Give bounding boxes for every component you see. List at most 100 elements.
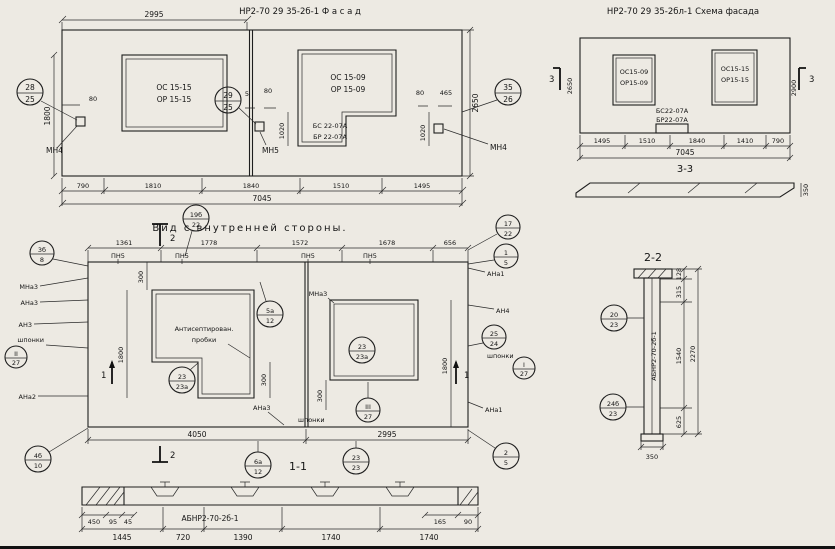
dim-7045-s: 7045 — [675, 148, 694, 157]
position-marker-28-25: 28 25 — [16, 78, 78, 121]
leader — [327, 297, 335, 304]
dim-1572: 1572 — [292, 239, 309, 247]
marker-bottom: 26 — [503, 95, 513, 104]
dim-165: 165 — [434, 518, 446, 526]
dim-1840-s: 1840 — [689, 137, 706, 145]
position-marker-29-25: 29 25 — [214, 86, 257, 125]
marker-top: 1 — [504, 249, 508, 257]
position-marker-19b-22: 19б 22 — [182, 204, 210, 257]
section-3-3-title: 3-3 — [677, 164, 693, 175]
sheet-edge — [0, 546, 835, 549]
leader — [267, 411, 285, 426]
marker-bottom: 12 — [266, 317, 274, 325]
dim-arrows — [62, 104, 452, 109]
position-marker-5a-12: 5а 12 — [256, 281, 284, 328]
dim-ticks — [84, 436, 472, 444]
cut-mark-2-bottom — [152, 446, 168, 463]
dim-90: 90 — [464, 518, 472, 526]
dim-1510-s: 1510 — [639, 137, 656, 145]
position-marker-20-23: 20 23 — [600, 304, 644, 332]
dim-ticks — [680, 265, 688, 438]
marker-bottom: 27 — [364, 413, 372, 421]
label-br-22-07a: БР 22-07А — [313, 133, 347, 141]
s22-top-flange — [633, 268, 673, 279]
label-pn5-3: ПН5 — [301, 252, 315, 260]
section-2-2: 2-2 АБНР2-70-2б-1 20 23 24б 23 128 315 1… — [599, 251, 702, 461]
facade-window-left-inner — [125, 58, 224, 128]
leader — [227, 343, 251, 359]
dim-2995: 2995 — [144, 10, 163, 19]
label-bs22-07a: БС22-07А — [656, 107, 689, 115]
marker-top: II — [14, 350, 18, 358]
scheme-window-right — [711, 49, 758, 106]
marker-top: I — [523, 361, 525, 369]
dim-ticks — [58, 199, 467, 208]
s11-beam-outline — [81, 486, 479, 506]
cut-mark-1-right-label: 1 — [464, 371, 469, 381]
dim-80-left: 80 — [89, 95, 97, 103]
marker-bottom: 23а — [356, 353, 368, 361]
dim-4050: 4050 — [187, 430, 206, 439]
dim-ticks — [462, 26, 474, 180]
marker-top: 25 — [490, 330, 498, 338]
scheme-window-right-inner — [714, 52, 755, 103]
position-marker-23-23: 23 23 — [342, 441, 370, 475]
marker-top: 4б — [34, 452, 42, 460]
dim-1810: 1810 — [145, 182, 162, 190]
dim-ticks — [58, 186, 467, 195]
s11-right-hatch — [459, 488, 479, 506]
marker-top: 23 — [358, 343, 366, 351]
plank-hatch — [627, 182, 758, 194]
dim-300-a: 300 — [137, 271, 145, 283]
section-1-1: 450 95 45 АБНР2-70-2б-1 165 90 1445 720 … — [78, 481, 482, 542]
facade-opening-right-inner — [301, 53, 393, 143]
dim-2995-b: 2995 — [377, 430, 396, 439]
dim-128: 128 — [675, 268, 683, 280]
label-ana2: АНа2 — [19, 393, 36, 401]
marker-bottom: 22 — [504, 230, 512, 238]
dim-300-b: 300 — [260, 374, 268, 386]
scheme-door-notch — [655, 123, 689, 134]
position-marker-I-27: I 27 — [512, 356, 536, 380]
position-marker-3b-8: 3б 8 — [29, 240, 89, 267]
dim-625: 625 — [675, 416, 683, 428]
inner-outline — [87, 261, 469, 428]
dim-1800-left: 1800 — [117, 347, 125, 364]
dim-1390: 1390 — [233, 533, 252, 542]
cut-mark-3-right-label: 3 — [809, 75, 814, 85]
dim-790-s: 790 — [772, 137, 784, 145]
cut-mark-3-left — [553, 67, 561, 90]
marker-bottom: 5 — [504, 259, 508, 267]
dim-1361: 1361 — [116, 239, 133, 247]
inner-view: Вид с внутренней стороны. 2 1361 1778 15… — [4, 204, 536, 479]
cut-mark-2-top — [152, 223, 168, 246]
dim-extensions — [81, 507, 479, 532]
dim-2900-scheme: 2900 — [790, 80, 798, 97]
dim-350-plank: 350 — [802, 184, 810, 196]
position-marker-25-24: 25 24 — [467, 324, 507, 350]
dim-1495: 1495 — [414, 182, 431, 190]
dim-1020-a: 1020 — [278, 123, 286, 140]
position-marker-6a-12: 6а 12 — [244, 441, 272, 479]
dim-1678: 1678 — [379, 239, 396, 247]
inner-opening-left — [151, 289, 255, 399]
label-br22-07a: БР22-07А — [656, 116, 688, 124]
leader — [467, 304, 495, 310]
section-3-3-plank — [575, 182, 795, 198]
dim-ticks — [50, 51, 58, 180]
label-mna3-left: МНа3 — [19, 283, 38, 291]
section-1-1-title: 1-1 — [289, 460, 307, 473]
dim-2270: 2270 — [689, 346, 697, 363]
s22-bottom-foot — [640, 433, 664, 442]
marker-top: 2 — [504, 449, 508, 457]
marker-top: 19б — [190, 211, 202, 219]
embed-plate-mn5 — [254, 121, 265, 132]
marker-bottom: 23а — [176, 383, 188, 391]
label-bs-22-07a: БС 22-07А — [313, 122, 348, 130]
s11-left-hatch — [85, 486, 125, 506]
leader — [39, 277, 89, 287]
dim-95: 95 — [109, 518, 117, 526]
marker-top: 23 — [178, 373, 186, 381]
dim-2650-scheme: 2650 — [566, 78, 574, 95]
facade-panel-joint — [248, 30, 254, 176]
